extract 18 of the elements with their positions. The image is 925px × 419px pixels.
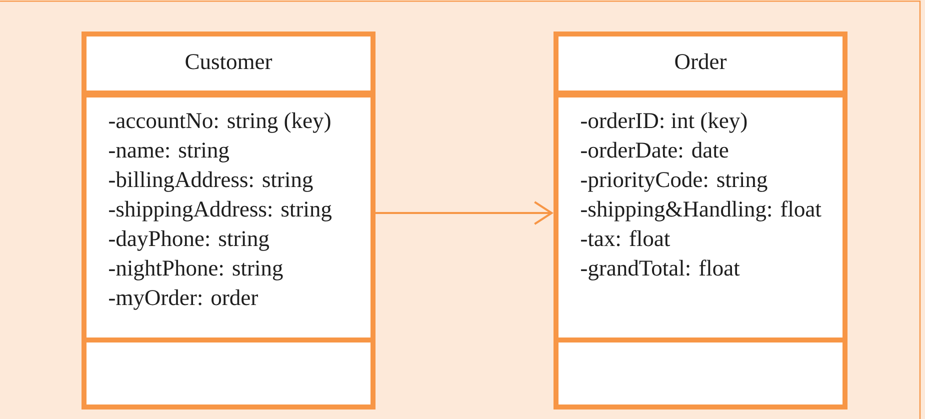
attribute-text: -myOrder: order — [109, 289, 258, 310]
class-box — [82, 32, 376, 410]
attribute-text: -nightPhone: string — [109, 260, 283, 280]
attribute-text: -orderDate: date — [581, 142, 728, 158]
attribute-text: -shipping&Handling: float — [581, 200, 822, 222]
attribute-text: -shippingAddress: string — [109, 200, 332, 222]
attribute-text: -dayPhone: string — [109, 230, 270, 251]
attribute-text: -grandTotal: float — [581, 260, 740, 280]
class-name: Order — [675, 53, 727, 70]
attribute-text: -priorityCode: string — [581, 171, 768, 192]
arrow — [376, 201, 554, 225]
class-box — [554, 32, 848, 410]
attribute-text: -billingAddress: string — [109, 171, 313, 192]
attribute-text: -accountNo: string (key) — [109, 112, 330, 133]
class-name: Customer — [186, 54, 272, 70]
attribute-text: -tax: float — [581, 230, 670, 246]
attribute-text: -name: string — [109, 142, 229, 162]
attribute-text: -orderID: int (key) — [581, 112, 747, 133]
